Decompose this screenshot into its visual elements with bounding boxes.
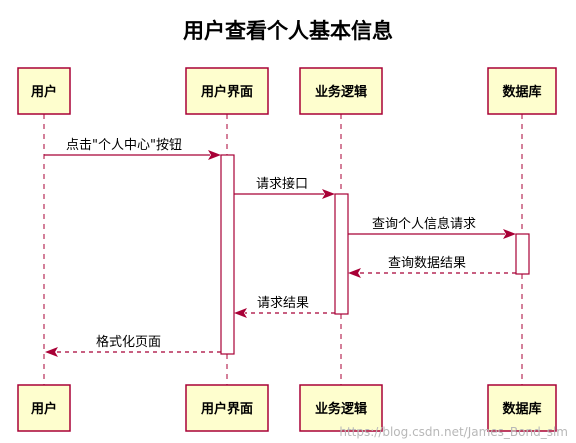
message-label: 请求接口 (256, 176, 308, 192)
participant-label: 用户界面 (200, 84, 253, 100)
diagram-title: 用户查看个人基本信息 (183, 19, 393, 43)
participant-label: 数据库 (502, 401, 541, 417)
activation-db (515, 233, 530, 275)
message-query-profile: 查询个人信息请求 (348, 216, 516, 239)
message-request-api: 请求接口 (234, 176, 335, 199)
activation-logic (334, 193, 349, 315)
participant-top-db: 数据库 (487, 67, 557, 115)
participant-bottom-db: 数据库 (487, 384, 557, 432)
participant-label: 业务逻辑 (315, 401, 367, 417)
message-label: 点击"个人中心"按钮 (66, 138, 182, 153)
participant-label: 用户 (30, 401, 57, 417)
participant-label: 数据库 (502, 84, 541, 100)
participant-top-ui: 用户界面 (185, 67, 269, 115)
participant-bottom-user: 用户 (17, 384, 71, 432)
participant-top-logic: 业务逻辑 (299, 67, 383, 115)
message-format-page: 格式化页面 (45, 334, 221, 357)
message-click-profile: 点击"个人中心"按钮 (44, 138, 221, 160)
participant-bottom-ui: 用户界面 (185, 384, 269, 432)
participant-label: 用户 (30, 84, 57, 100)
message-request-result: 请求结果 (234, 296, 335, 318)
message-query-result: 查询数据结果 (348, 256, 516, 278)
message-label: 格式化页面 (96, 334, 161, 350)
participant-label: 业务逻辑 (315, 84, 367, 100)
message-label: 查询数据结果 (388, 256, 466, 271)
participant-bottom-logic: 业务逻辑 (299, 384, 383, 432)
message-label: 查询个人信息请求 (372, 216, 476, 232)
message-label: 请求结果 (257, 296, 309, 311)
participant-label: 用户界面 (200, 401, 253, 417)
watermark: https://blog.csdn.net/James_Bond_slm (339, 425, 568, 439)
activation-ui (220, 154, 235, 355)
participant-top-user: 用户 (17, 67, 71, 115)
